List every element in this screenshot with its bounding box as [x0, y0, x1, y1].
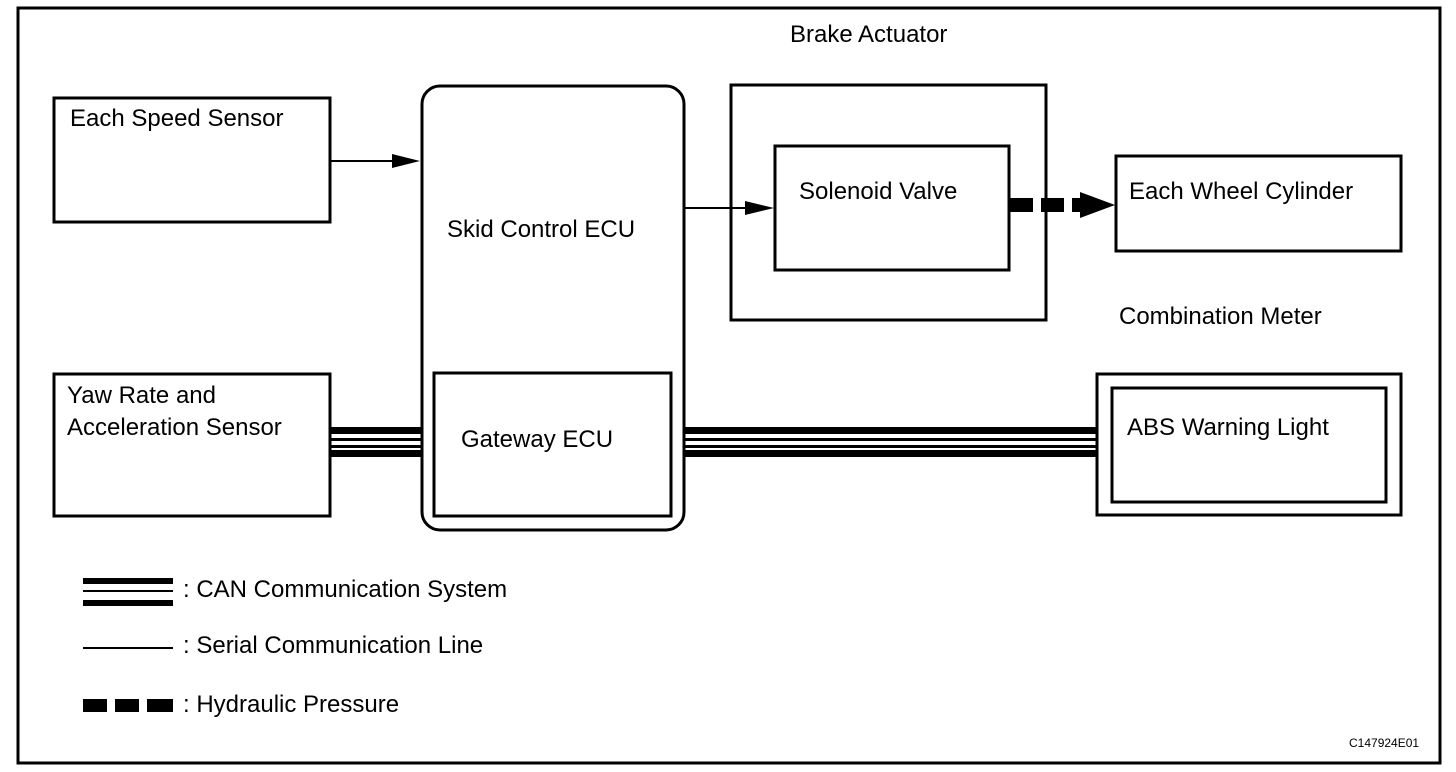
combination-meter-title: Combination Meter — [1119, 303, 1322, 330]
abs-light-label: ABS Warning Light — [1127, 414, 1329, 441]
can-line-gateway-to-meter — [684, 427, 1097, 457]
wheel-cylinder-box — [1114, 154, 1403, 253]
gateway-ecu-label: Gateway ECU — [461, 426, 614, 453]
serial-line-speed-to-ecu — [330, 154, 420, 168]
brake-actuator-title: Brake Actuator — [790, 21, 948, 48]
yaw-sensor-label-line1: Yaw Rate and — [67, 382, 216, 409]
abs-light-box — [1110, 386, 1388, 504]
speed-sensor-label: Each Speed Sensor — [70, 105, 284, 132]
yaw-sensor-label-line2: Acceleration Sensor — [67, 414, 282, 441]
figure-code: C147924E01 — [1349, 736, 1420, 750]
skid-ecu-box — [420, 84, 686, 532]
solenoid-valve-label: Solenoid Valve — [799, 178, 958, 205]
outer-frame — [16, 6, 1442, 765]
hydraulic-line-solenoid-to-cylinder — [1010, 192, 1115, 218]
gateway-ecu-box — [432, 371, 673, 518]
serial-line-ecu-to-solenoid — [684, 201, 774, 215]
legend-can-label: : CAN Communication System — [183, 576, 508, 603]
legend-serial-label: : Serial Communication Line — [183, 632, 484, 659]
solenoid-valve-box — [773, 144, 1011, 272]
skid-ecu-label: Skid Control ECU — [447, 216, 636, 243]
combination-meter-box — [1095, 372, 1403, 517]
legend-hydraulic-symbol — [83, 699, 173, 712]
wheel-cylinder-label: Each Wheel Cylinder — [1129, 178, 1354, 205]
legend-can-symbol — [83, 578, 173, 606]
can-line-yaw-to-gateway — [330, 427, 422, 457]
legend-hydraulic-label: : Hydraulic Pressure — [183, 691, 400, 718]
